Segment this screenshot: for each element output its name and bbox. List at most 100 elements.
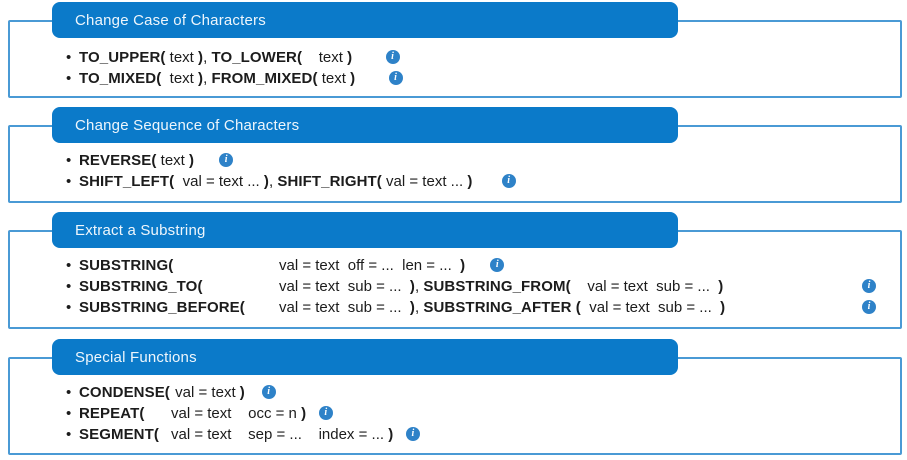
section-extract-substring: Extract a Substring • SUBSTRING( val = tex… xyxy=(8,212,902,329)
info-icon[interactable]: i xyxy=(261,384,276,399)
function-text-segment: ) xyxy=(409,299,416,316)
function-text-segment: val = text off = ... len = ... xyxy=(279,257,461,274)
function-bullet: • TO_MIXED( text ), FROM_MIXED( text ) i xyxy=(66,68,900,89)
function-text-segment: text xyxy=(156,152,190,169)
info-icon[interactable]: i xyxy=(862,278,876,293)
section-title: Extract a Substring xyxy=(75,221,206,239)
function-signature: SUBSTRING( val = text off = ... len = ...… xyxy=(79,255,490,276)
function-signature: SHIFT_LEFT( val = text ... ), SHIFT_RIGH… xyxy=(79,171,502,192)
bullet-dot: • xyxy=(66,70,72,87)
function-signature: SEGMENT( val = text sep = ... index = ...… xyxy=(79,424,406,445)
function-bullet: • SEGMENT( val = text sep = ... index = ..… xyxy=(66,424,900,445)
function-text-segment: ) xyxy=(409,278,416,295)
function-text-segment: ) xyxy=(198,70,204,87)
function-bullet: • TO_UPPER( text ), TO_LOWER( text ) i xyxy=(66,47,900,68)
function-text-segment: SUBSTRING_FROM( xyxy=(423,278,571,295)
function-text-segment: text xyxy=(317,70,351,87)
info-icon[interactable]: i xyxy=(490,257,505,272)
function-bullet: • SUBSTRING_TO( val = text sub = ... ), SU… xyxy=(66,276,900,297)
section-title: Change Sequence of Characters xyxy=(75,116,300,134)
function-text-segment: TO_MIXED( xyxy=(79,70,162,87)
function-text-segment: SUBSTRING_AFTER ( xyxy=(423,299,581,316)
function-text-segment: val = text ... xyxy=(381,173,468,190)
function-bullet: • SUBSTRING_BEFORE( val = text sub = ... )… xyxy=(66,297,900,318)
function-text-segment xyxy=(245,384,262,401)
section-title: Change Case of Characters xyxy=(75,11,266,29)
function-text-segment: TO_UPPER( xyxy=(79,49,166,66)
function-text-segment: ) xyxy=(301,405,307,422)
section-header-bar: Change Case of Characters xyxy=(52,2,678,38)
function-text-segment xyxy=(352,49,385,66)
info-icon[interactable]: i xyxy=(318,405,333,420)
info-icon[interactable]: i xyxy=(388,70,403,85)
function-text-segment xyxy=(306,405,319,422)
bullet-list: • CONDENSE( val = text ) i • REPEAT( val = t… xyxy=(10,359,900,445)
function-text-segment xyxy=(393,426,406,443)
section-title: Special Functions xyxy=(75,348,197,366)
function-signature: SUBSTRING_TO( val = text sub = ... ), SUB… xyxy=(79,276,723,297)
function-text-segment: FROM_MIXED( xyxy=(211,70,318,87)
function-text-segment: ) xyxy=(189,152,195,169)
function-bullet: • SHIFT_LEFT( val = text ... ), SHIFT_RIG… xyxy=(66,171,900,192)
function-text-segment: val = text sub = ... xyxy=(279,299,410,316)
function-signature: REVERSE( text ) xyxy=(79,150,219,171)
function-text-segment: SEGMENT( xyxy=(79,426,159,443)
function-text-segment: text xyxy=(165,49,198,66)
function-text-segment xyxy=(465,257,490,274)
bullet-dot: • xyxy=(66,173,72,190)
function-text-segment: val = text sub = ... xyxy=(580,299,721,316)
info-icon[interactable]: i xyxy=(862,299,876,314)
section-header-bar: Change Sequence of Characters xyxy=(52,107,678,143)
function-text-segment: ) xyxy=(388,426,394,443)
bullet-dot: • xyxy=(66,49,72,66)
function-bullet: • CONDENSE( val = text ) i xyxy=(66,382,900,403)
function-text-segment: , xyxy=(269,173,278,190)
function-text-segment xyxy=(355,70,388,87)
function-bullet: • REPEAT( val = text occ = n ) i xyxy=(66,403,900,424)
function-text-segment: SUBSTRING_BEFORE( xyxy=(79,299,245,316)
bullet-list: • REVERSE( text ) i • SHIFT_LEFT( val = tex… xyxy=(10,127,900,192)
function-signature: TO_MIXED( text ), FROM_MIXED( text ) xyxy=(79,68,389,89)
section-change-case: Change Case of Characters • TO_UPPER( tex… xyxy=(8,2,902,98)
function-text-segment: text xyxy=(161,70,198,87)
bullet-list: • TO_UPPER( text ), TO_LOWER( text ) i • TO… xyxy=(10,22,900,89)
section-header-bar: Extract a Substring xyxy=(52,212,678,248)
bullet-dot: • xyxy=(66,299,72,316)
function-bullet: •SUBSTRING(val = text off = ... len = ..… xyxy=(66,255,900,276)
function-text-segment: ) xyxy=(198,49,204,66)
function-text-segment: ) xyxy=(718,278,724,295)
bullet-dot: • xyxy=(66,405,72,422)
function-text-segment: val = text sub = ... xyxy=(570,278,719,295)
function-signature: REPEAT( val = text occ = n ) xyxy=(79,403,319,424)
function-text-segment xyxy=(194,152,219,169)
function-text-segment: ) xyxy=(720,299,726,316)
function-text-segment: val = text sep = ... index = ... xyxy=(171,426,389,443)
function-text-segment: ) xyxy=(460,257,466,274)
function-text-segment: SUBSTRING( xyxy=(79,257,174,274)
info-icon[interactable]: i xyxy=(385,49,400,64)
info-icon[interactable]: i xyxy=(501,173,516,188)
info-icon[interactable]: i xyxy=(219,152,234,167)
function-text-segment: ) xyxy=(263,173,269,190)
bullet-dot: • xyxy=(66,152,72,169)
function-text-segment: SUBSTRING_TO( xyxy=(79,278,203,295)
function-text-segment xyxy=(472,173,501,190)
function-text-segment: val = text occ = n xyxy=(171,405,302,422)
info-icon[interactable]: i xyxy=(405,426,420,441)
function-text-segment: TO_LOWER( xyxy=(211,49,303,66)
bullet-list: • SUBSTRING( val = text off = ... len = ..… xyxy=(10,232,900,318)
function-signature: TO_UPPER( text ), TO_LOWER( text ) xyxy=(79,47,386,68)
bullet-dot: • xyxy=(66,278,72,295)
bullet-dot: • xyxy=(66,426,72,443)
function-signature: CONDENSE( val = text ) xyxy=(79,382,262,403)
function-text-segment: ) xyxy=(467,173,473,190)
function-text-segment: CONDENSE( xyxy=(79,384,170,401)
function-text-segment: REPEAT( xyxy=(79,405,145,422)
function-text-segment: REVERSE( xyxy=(79,152,157,169)
function-text-segment: val = text ... xyxy=(174,173,264,190)
function-text-segment: , xyxy=(415,278,424,295)
function-text-segment: text xyxy=(302,49,348,66)
bullet-dot: • xyxy=(66,384,72,401)
function-signature: SUBSTRING_BEFORE(val = text sub = ... ),… xyxy=(79,297,725,318)
function-text-segment: SHIFT_RIGHT( xyxy=(277,173,382,190)
